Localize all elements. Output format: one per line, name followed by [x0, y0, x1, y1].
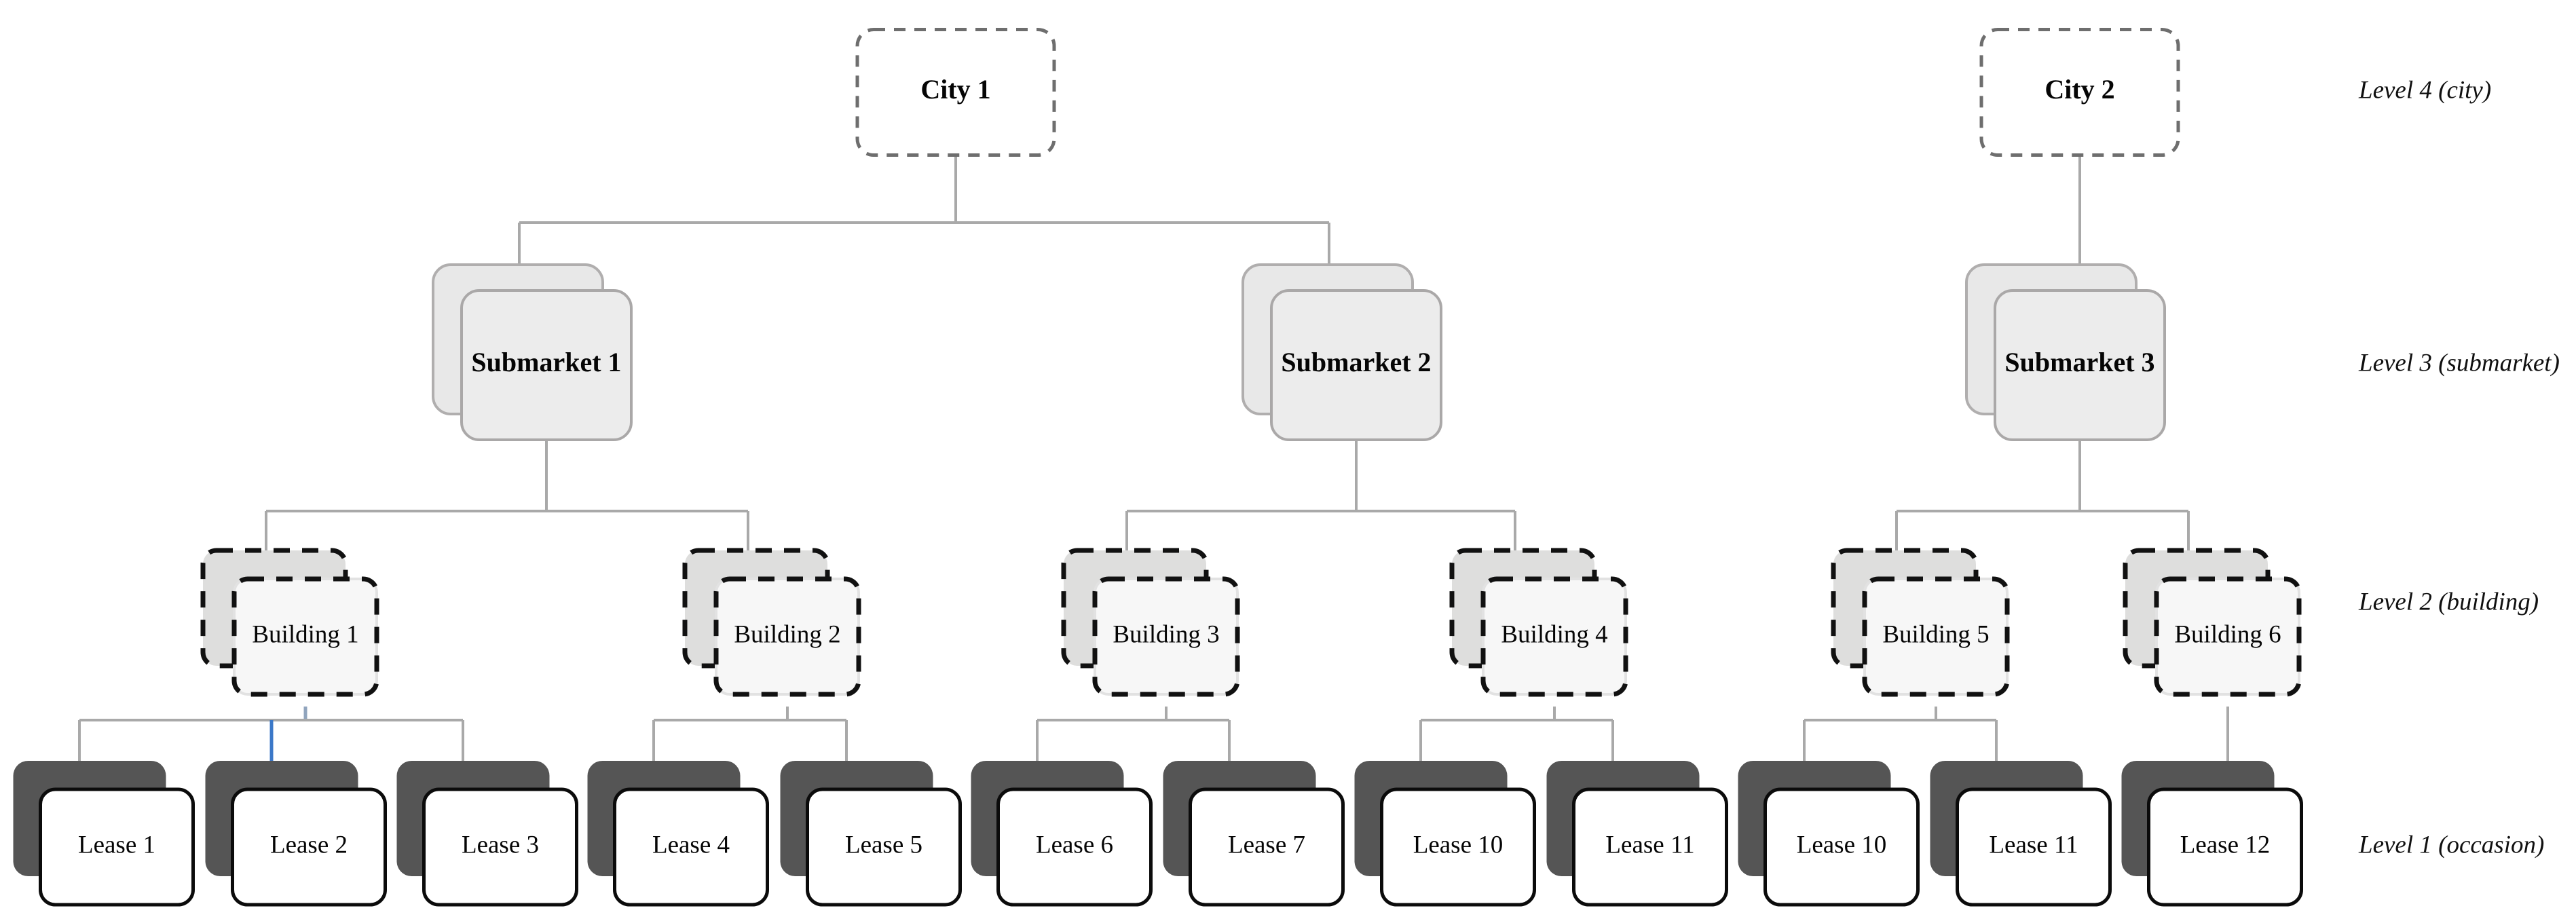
lease-front-card[interactable] — [1572, 787, 1728, 907]
lease-label: Lease 3 — [462, 831, 539, 859]
lease-node[interactable]: Lease 11 — [1930, 761, 2112, 907]
level-label-level-2: Level 2 (building) — [2358, 588, 2539, 616]
lease-label: Lease 4 — [652, 831, 730, 859]
submarket-node[interactable]: Submarket 1 — [432, 263, 633, 441]
lease-front-card[interactable] — [1380, 787, 1536, 907]
building-front-outline — [1480, 576, 1628, 697]
lease-node[interactable]: Lease 1 — [13, 761, 195, 907]
level-label-layer: Level 4 (city) Level 3 (submarket) Level 2… — [2358, 76, 2560, 859]
building-node[interactable]: Building 4 — [1449, 548, 1628, 697]
lease-node[interactable]: Lease 7 — [1163, 761, 1345, 907]
submarket-front-card[interactable] — [460, 289, 633, 441]
city-box[interactable] — [1979, 28, 2180, 157]
city-box[interactable] — [855, 28, 1056, 157]
lease-front-card[interactable] — [422, 787, 578, 907]
lease-label: Lease 10 — [1797, 831, 1887, 859]
building-front-outline — [2154, 576, 2302, 697]
building-node[interactable]: Building 2 — [682, 548, 861, 697]
city-node[interactable]: City 1 — [855, 28, 1056, 157]
lease-node[interactable]: Lease 2 — [205, 761, 387, 907]
level-label-level-4: Level 4 (city) — [2358, 76, 2491, 104]
building-node[interactable]: Building 1 — [200, 548, 379, 697]
lease-label: Lease 11 — [1989, 831, 2078, 859]
lease-front-card[interactable] — [1956, 787, 2112, 907]
building-node[interactable]: Building 5 — [1831, 548, 2010, 697]
lease-label: Lease 12 — [2180, 831, 2271, 859]
building-label: Building 6 — [2174, 620, 2281, 648]
lease-node[interactable]: Lease 4 — [587, 761, 769, 907]
lease-label: Lease 6 — [1036, 831, 1113, 859]
lease-front-card[interactable] — [996, 787, 1153, 907]
building-label: Building 5 — [1882, 620, 1989, 648]
submarket-front-card[interactable] — [1994, 289, 2166, 441]
submarket-label: Submarket 1 — [471, 347, 621, 377]
lease-front-card[interactable] — [613, 787, 769, 907]
submarket-front-card[interactable] — [1270, 289, 1442, 441]
city-label: City 1 — [920, 74, 990, 105]
lease-front-card[interactable] — [231, 787, 387, 907]
building-node[interactable]: Building 6 — [2123, 548, 2302, 697]
lease-node[interactable]: Lease 3 — [396, 761, 578, 907]
city-node[interactable]: City 2 — [1979, 28, 2180, 157]
building-front-outline — [713, 576, 861, 697]
lease-front-card[interactable] — [39, 787, 195, 907]
connector-layer — [78, 155, 2229, 761]
lease-label: Lease 11 — [1605, 831, 1694, 859]
submarket-label: Submarket 3 — [2004, 347, 2154, 377]
level-label-level-1: Level 1 (occasion) — [2358, 831, 2544, 859]
lease-node[interactable]: Lease 10 — [1354, 761, 1536, 907]
lease-node[interactable]: Lease 6 — [971, 761, 1153, 907]
building-label: Building 4 — [1501, 620, 1607, 648]
building-label: Building 2 — [734, 620, 840, 648]
submarket-label: Submarket 2 — [1281, 347, 1431, 377]
lease-label: Lease 2 — [270, 831, 348, 859]
lease-front-card[interactable] — [806, 787, 962, 907]
lease-node[interactable]: Lease 11 — [1546, 761, 1728, 907]
city-label: City 2 — [2045, 74, 2114, 105]
building-front-outline — [1862, 576, 2010, 697]
lease-front-card[interactable] — [1763, 787, 1920, 907]
level-label-level-3: Level 3 (submarket) — [2358, 349, 2560, 377]
building-front-outline — [1092, 576, 1240, 697]
lease-label: Lease 10 — [1413, 831, 1504, 859]
lease-label: Lease 1 — [78, 831, 155, 859]
lease-node[interactable]: Lease 12 — [2121, 761, 2303, 907]
building-label: Building 1 — [252, 620, 358, 648]
lease-front-card[interactable] — [2147, 787, 2303, 907]
building-front-outline — [231, 576, 379, 697]
lease-label: Lease 7 — [1228, 831, 1305, 859]
lease-node[interactable]: Lease 10 — [1738, 761, 1920, 907]
lease-node[interactable]: Lease 5 — [780, 761, 962, 907]
building-node[interactable]: Building 3 — [1061, 548, 1240, 697]
submarket-node[interactable]: Submarket 2 — [1242, 263, 1442, 441]
submarket-node[interactable]: Submarket 3 — [1965, 263, 2166, 441]
node-layer: Submarket 1 Submarket 2 Submarket 3 Buildin… — [13, 28, 2303, 907]
lease-front-card[interactable] — [1189, 787, 1345, 907]
building-label: Building 3 — [1113, 620, 1219, 648]
lease-label: Lease 5 — [845, 831, 922, 859]
